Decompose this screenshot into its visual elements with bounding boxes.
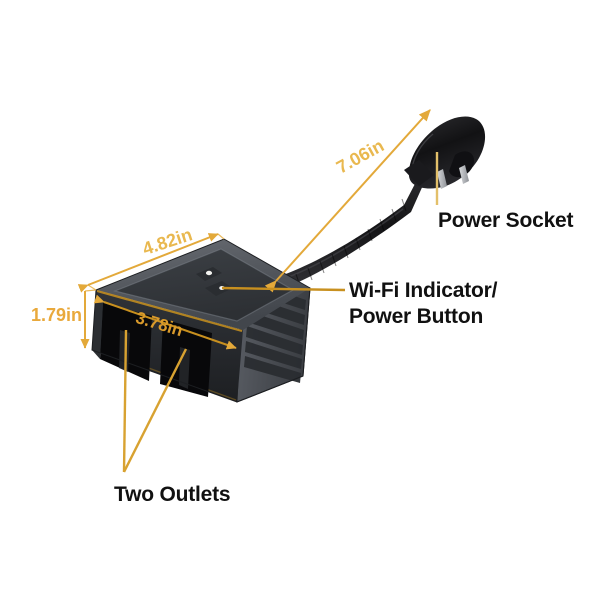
dim-label-body-height: 1.79in (31, 305, 83, 325)
callout-two-outlets: Two Outlets (114, 483, 231, 506)
dim-line-depth (93, 294, 237, 350)
leader-wifi-button (221, 286, 346, 292)
dim-line-cord (264, 109, 431, 293)
dim-line-width (77, 233, 225, 293)
callout-wifi-power-button: Wi-Fi Indicator/ Power Button (349, 278, 497, 329)
plug-prongs (437, 165, 469, 189)
leader-outlets (122, 329, 188, 473)
callout-wifi-line2: Power Button (349, 304, 484, 328)
dim-line-height (80, 289, 97, 349)
callout-wifi-line1: Wi-Fi Indicator/ (349, 279, 498, 302)
callout-power-socket: Power Socket (438, 209, 574, 232)
power-plug-head (404, 116, 486, 189)
